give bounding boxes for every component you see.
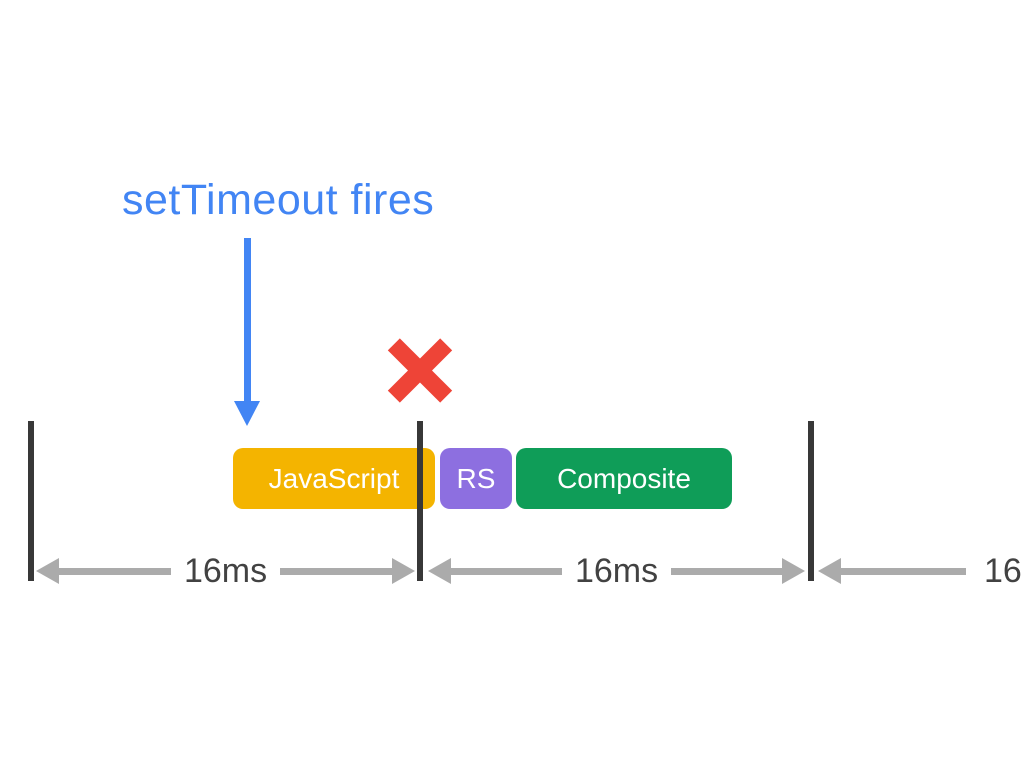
interval-shaft: [451, 567, 562, 575]
frame-boundary-bar-3: [808, 421, 814, 581]
interval-arrow-1: 16ms: [36, 552, 416, 590]
settimeout-fires-label: setTimeout fires: [122, 176, 435, 224]
interval-arrow-2: 16ms: [428, 552, 806, 590]
arrow-left-icon: [818, 558, 841, 584]
task-block-rs: RS: [440, 448, 512, 509]
arrow-down-icon: [234, 238, 261, 427]
arrow-left-icon: [36, 558, 59, 584]
arrow-left-icon: [428, 558, 451, 584]
x-mark-icon: [387, 337, 453, 403]
interval-label: 16ms: [183, 552, 268, 590]
interval-arrow-3: 16ms: [818, 552, 1024, 590]
interval-label: 16ms: [984, 552, 1024, 590]
arrow-down-shaft: [244, 238, 251, 403]
interval-shaft: [59, 567, 171, 575]
arrow-down-head: [234, 401, 260, 426]
arrow-right-icon: [392, 558, 416, 584]
interval-label: 16ms: [574, 552, 659, 590]
task-block-javascript: JavaScript: [233, 448, 435, 509]
interval-shaft: [841, 567, 966, 575]
interval-shaft: [671, 567, 783, 575]
frame-boundary-bar-2: [417, 421, 423, 581]
task-block-composite: Composite: [516, 448, 732, 509]
frame-boundary-bar-1: [28, 421, 34, 581]
interval-shaft: [280, 567, 393, 575]
arrow-right-icon: [782, 558, 806, 584]
